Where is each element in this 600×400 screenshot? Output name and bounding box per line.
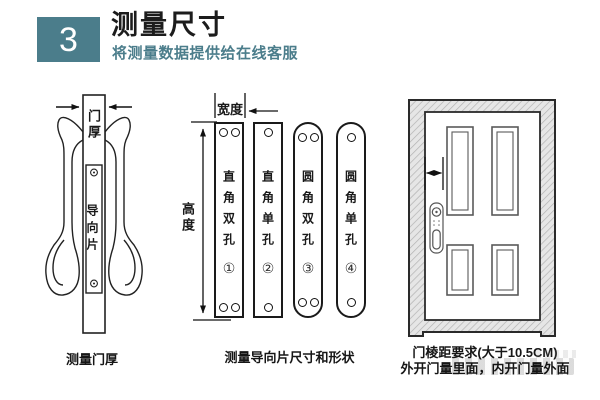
door-drawing: [408, 99, 556, 337]
height-label: 高度: [180, 202, 195, 234]
plate-hole: [346, 298, 356, 307]
smart-lock-on-door: [429, 202, 444, 254]
caption-door-edge-distance: 门棱距要求(大于10.5CM) 外开门量里面，内开门量外面: [387, 345, 583, 377]
plate-hole: [297, 133, 307, 142]
door-leaf: [424, 111, 541, 321]
plate-hole: [346, 133, 356, 142]
plate-label: 直角双孔: [221, 170, 236, 254]
caption-measure-guide-plate: 测量导向片尺寸和形状: [224, 350, 355, 365]
plate-hole: [230, 128, 240, 137]
height-arrow: [191, 121, 231, 321]
lock-handle-right: [104, 116, 143, 296]
caption-line2: 外开门量里面，内开门量外面: [400, 361, 570, 376]
plate-hole: [309, 133, 319, 142]
caption-line1: 门棱距要求(大于10.5CM): [412, 345, 558, 360]
page-subtitle: 将测量数据提供给在线客服: [112, 45, 299, 62]
plate-round-single-hole: 圆角单孔 ④: [336, 122, 366, 318]
plate-hole: [263, 128, 273, 137]
page-title: 测量尺寸: [111, 10, 227, 40]
edge-distance-arrow: [424, 157, 444, 190]
door-panels: [446, 126, 519, 296]
plate-number: ②: [261, 260, 275, 276]
plate-number: ①: [222, 260, 236, 276]
door-thickness-label: 门厚: [86, 109, 101, 141]
guide-plate: [85, 164, 103, 294]
lock-profile-drawing: [45, 94, 143, 334]
caption-measure-door-thickness: 测量门厚: [65, 352, 118, 367]
guide-plate-label: 导向片: [85, 204, 99, 255]
plate-hole: [230, 303, 240, 312]
step-number-box: 3: [37, 17, 100, 62]
plate-square-double-hole: 直角双孔 ①: [214, 122, 244, 318]
plates-dimension-lines: [191, 93, 278, 321]
lock-handle-left: [45, 116, 84, 296]
width-arrow: [214, 93, 278, 118]
plate-label: 圆角双孔: [300, 170, 315, 254]
plate-hole: [309, 298, 319, 307]
plate-hole: [218, 128, 228, 137]
plate-label: 直角单孔: [260, 170, 275, 254]
plate-hole: [297, 298, 307, 307]
plate-hole: [218, 303, 228, 312]
plate-number: ③: [301, 260, 315, 276]
plate-square-single-hole: 直角单孔 ②: [253, 122, 283, 318]
plate-label: 圆角单孔: [343, 170, 358, 254]
plate-hole: [263, 303, 273, 312]
width-label: 宽度: [216, 102, 243, 117]
plate-number: ④: [344, 260, 358, 276]
plate-round-double-hole: 圆角双孔 ③: [293, 122, 323, 318]
